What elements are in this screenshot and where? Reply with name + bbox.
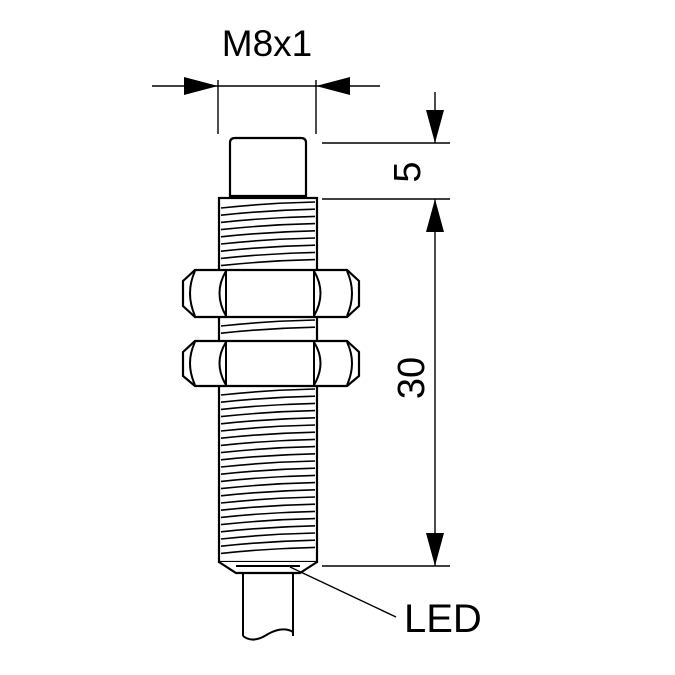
thread-line — [220, 251, 316, 260]
thread-line — [220, 388, 316, 396]
thread-line — [220, 503, 316, 511]
thread-line — [220, 460, 316, 468]
sensor-tip — [228, 136, 308, 198]
thread-line — [220, 326, 316, 334]
sensor-end — [218, 561, 318, 641]
arrow-right-icon — [184, 77, 218, 95]
led-callout: LED — [289, 566, 482, 641]
thread-line — [220, 496, 316, 504]
thread-line — [220, 208, 316, 216]
thread-label: M8x1 — [222, 23, 312, 64]
thread-line — [220, 409, 316, 418]
hex-nut-upper — [181, 268, 361, 319]
thread-line — [220, 258, 316, 267]
thread-line — [220, 481, 316, 490]
thread-diameter-dimension: M8x1 — [152, 23, 380, 134]
hex-nut-lower — [181, 339, 361, 388]
arrow-left-icon — [316, 77, 350, 95]
thread-line — [220, 319, 316, 327]
arrow-up-icon — [426, 199, 444, 232]
thread-line — [220, 402, 316, 411]
arrow-down-icon — [426, 110, 444, 143]
thread-line — [220, 539, 316, 547]
thread-line — [220, 395, 316, 403]
thread-lines — [220, 201, 316, 555]
thread-line — [220, 424, 316, 432]
thread-line — [220, 244, 316, 252]
thread-line — [220, 546, 316, 555]
thread-line — [220, 431, 316, 439]
thread-line — [220, 474, 316, 483]
thread-line — [220, 510, 316, 519]
thread-line — [220, 230, 316, 238]
thread-line — [220, 445, 316, 454]
thread-line — [220, 525, 316, 533]
thread-line — [220, 532, 316, 540]
led-label: LED — [404, 597, 482, 641]
led-leader-line — [289, 566, 397, 618]
thread-line — [220, 517, 316, 526]
body-length-label: 30 — [391, 357, 433, 399]
thread-line — [220, 438, 316, 447]
tip-length-label: 5 — [387, 161, 429, 182]
thread-line — [220, 417, 316, 425]
arrow-down-icon — [426, 533, 444, 566]
thread-line — [220, 215, 316, 224]
thread-line — [220, 222, 316, 231]
thread-line — [220, 467, 316, 475]
thread-line — [220, 237, 316, 245]
thread-line — [220, 489, 316, 497]
thread-line — [220, 201, 316, 209]
length-dimensions: 5 30 — [322, 92, 450, 567]
thread-line — [220, 453, 316, 461]
